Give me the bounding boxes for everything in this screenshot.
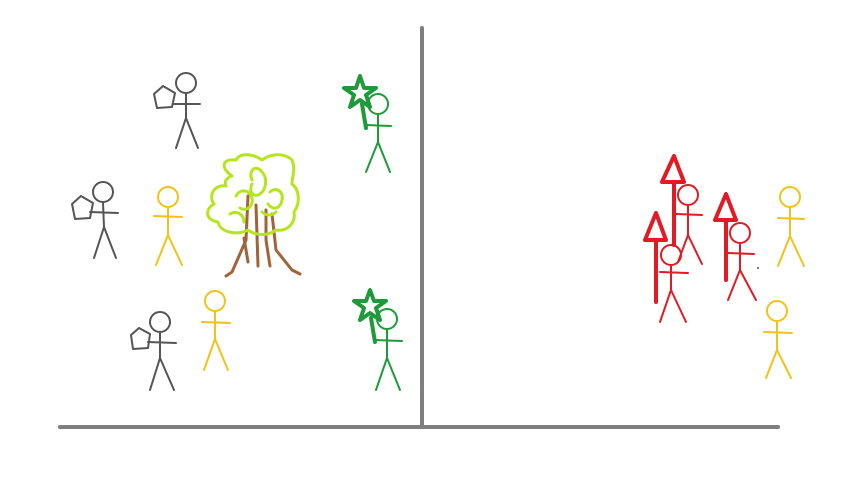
stray-dot	[757, 267, 759, 269]
gray-figure	[130, 311, 177, 391]
gray-figure	[71, 181, 119, 259]
divider-lines	[58, 26, 780, 429]
star-wand-icon	[342, 74, 378, 130]
red-figure	[643, 211, 689, 323]
yellow-figure	[763, 300, 793, 379]
triangle-arrow-icon	[713, 192, 738, 282]
green-figure	[352, 288, 403, 391]
yellow-figure	[201, 290, 231, 371]
triangle-arrow-icon	[660, 154, 686, 247]
yellow-figure	[153, 186, 183, 266]
red-figure	[660, 154, 703, 265]
pentagon-shield-icon	[71, 195, 94, 220]
green-figure	[342, 74, 392, 173]
yellow-figure	[777, 186, 805, 267]
red-figure	[713, 192, 757, 301]
triangle-arrow-icon	[643, 211, 668, 304]
pentagon-shield-icon	[130, 327, 151, 350]
gray-figure	[153, 72, 201, 149]
tree-canopy	[206, 153, 300, 236]
pentagon-shield-icon	[153, 85, 176, 109]
star-wand-icon	[352, 288, 388, 344]
tree	[206, 153, 302, 278]
